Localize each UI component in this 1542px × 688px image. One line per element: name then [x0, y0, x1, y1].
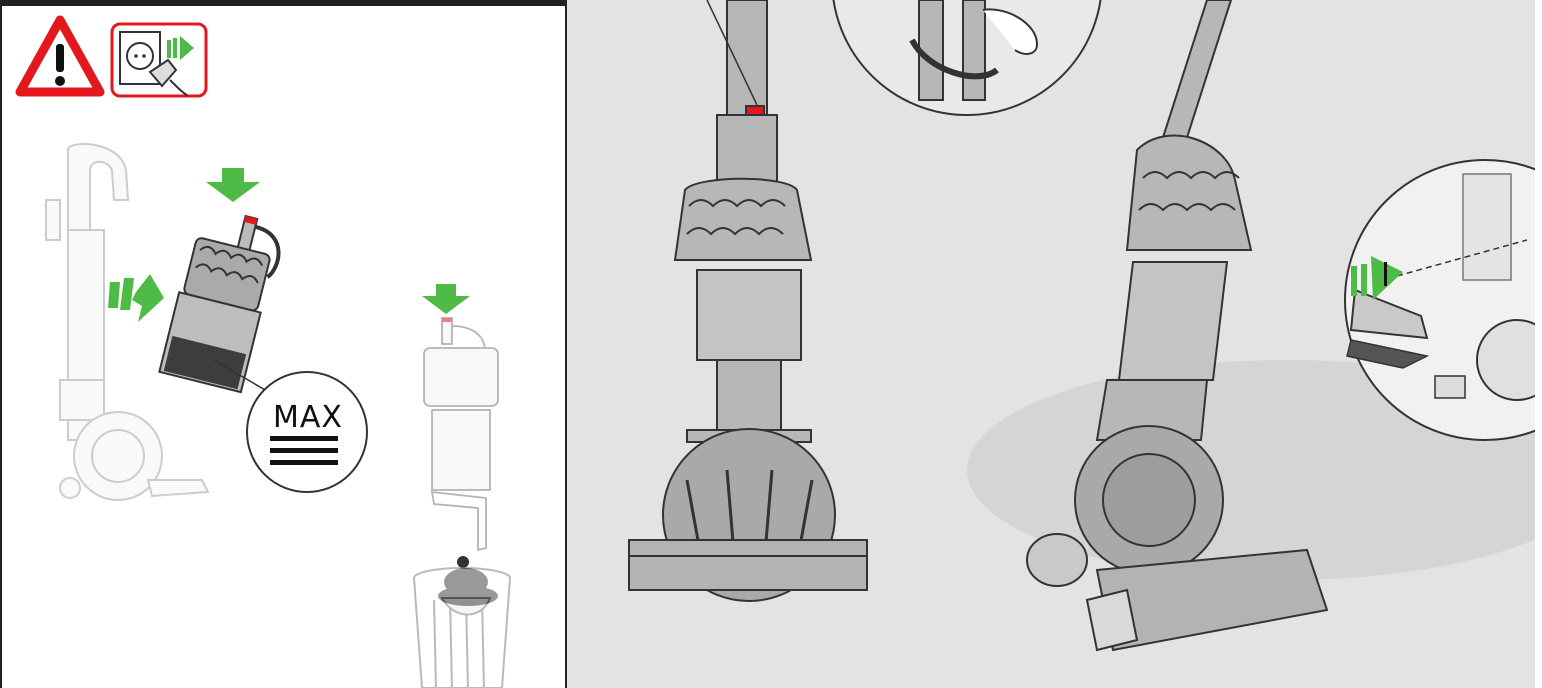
motion-arrow-icon	[108, 274, 164, 322]
step-panel-empty-bin: MAX	[0, 0, 567, 688]
step-panel-release-wand	[567, 0, 1542, 688]
vacuum-angled-view	[1027, 0, 1327, 650]
release-wand-illustration	[567, 0, 1542, 688]
arrow-down-icon	[422, 284, 470, 314]
max-label: MAX	[248, 400, 368, 435]
opened-bin-illustration	[424, 318, 498, 550]
trash-can-illustration	[414, 568, 510, 688]
vacuum-front-view	[629, 0, 867, 601]
panel-edge	[1535, 0, 1542, 688]
warning-triangle-icon	[20, 20, 100, 92]
unplug-icon	[112, 24, 206, 96]
empty-bin-illustration	[2, 0, 565, 688]
arrow-down-icon	[206, 168, 260, 202]
